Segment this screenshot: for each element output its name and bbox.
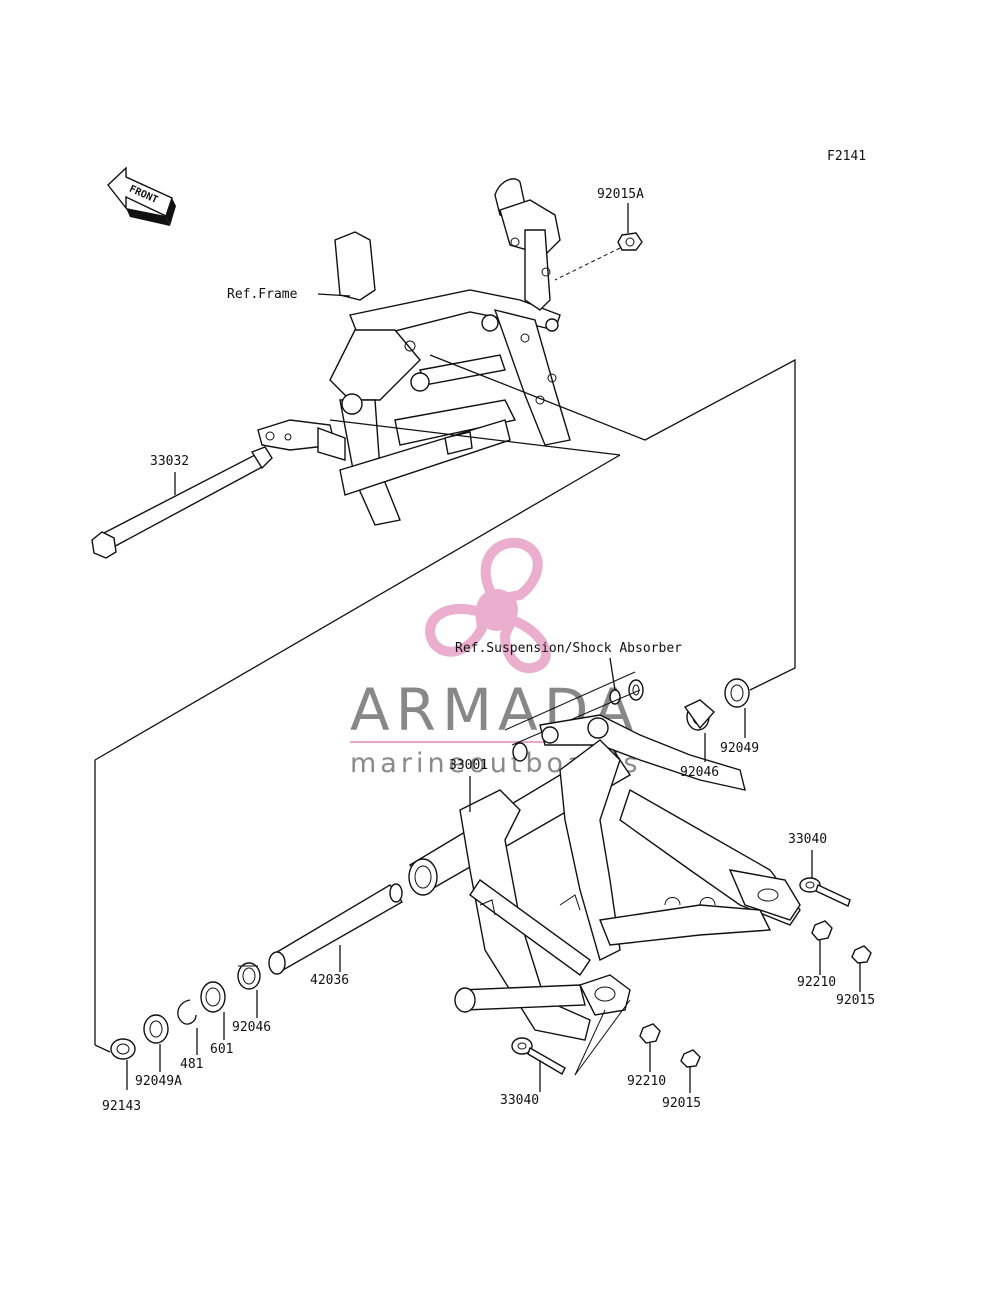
- figure-code: F2141: [827, 149, 866, 164]
- part-label-33032: 33032: [150, 454, 189, 469]
- part-label-33040-bottom: 33040: [500, 1093, 539, 1108]
- part-label-33040-right: 33040: [788, 832, 827, 847]
- bearing-92046-bottom: [237, 962, 261, 990]
- part-label-92143: 92143: [102, 1099, 141, 1114]
- armada-logo-icon: [425, 537, 551, 674]
- ref-suspension-label: Ref.Suspension/Shock Absorber: [455, 641, 682, 656]
- ref-frame-label: Ref.Frame: [227, 287, 298, 302]
- collar-92143: [110, 1038, 136, 1060]
- part-label-601: 601: [210, 1042, 233, 1057]
- seal-92049A: [143, 1014, 169, 1044]
- shock-bushing-parts: [504, 671, 644, 762]
- frame-illustration: [257, 178, 571, 526]
- part-label-92049A: 92049A: [135, 1074, 182, 1089]
- part-label-92015-bottom: 92015: [662, 1096, 701, 1111]
- adjuster-bolt-33040-bottom: [511, 1037, 566, 1075]
- seal-92049-top: [724, 678, 750, 708]
- part-label-481: 481: [180, 1057, 203, 1072]
- nut-92015A: [617, 232, 643, 251]
- nut-92015-bottom: [680, 1049, 701, 1068]
- part-label-92046-bottom: 92046: [232, 1020, 271, 1035]
- bearing-601: [200, 981, 226, 1013]
- part-label-92049-top: 92049: [720, 741, 759, 756]
- part-label-92210-bottom: 92210: [627, 1074, 666, 1089]
- pivot-shaft-33032: [91, 446, 273, 559]
- part-label-33001: 33001: [449, 758, 488, 773]
- nut-92015-right: [851, 945, 872, 964]
- sleeve-42036: [268, 883, 404, 975]
- adjuster-bolt-33040-right: [799, 877, 851, 907]
- swingarm-33001: [408, 714, 801, 1041]
- circlip-481: [177, 999, 197, 1025]
- part-label-92015A: 92015A: [597, 187, 644, 202]
- part-label-42036: 42036: [310, 973, 349, 988]
- part-label-92210-right: 92210: [797, 975, 836, 990]
- nut-92210-bottom: [639, 1023, 661, 1044]
- part-label-92015-right: 92015: [836, 993, 875, 1008]
- part-label-92046-top: 92046: [680, 765, 719, 780]
- nut-92210-right: [811, 920, 833, 941]
- bearing-92046-top: [683, 699, 715, 731]
- front-arrow-icon: FRONT: [107, 166, 176, 226]
